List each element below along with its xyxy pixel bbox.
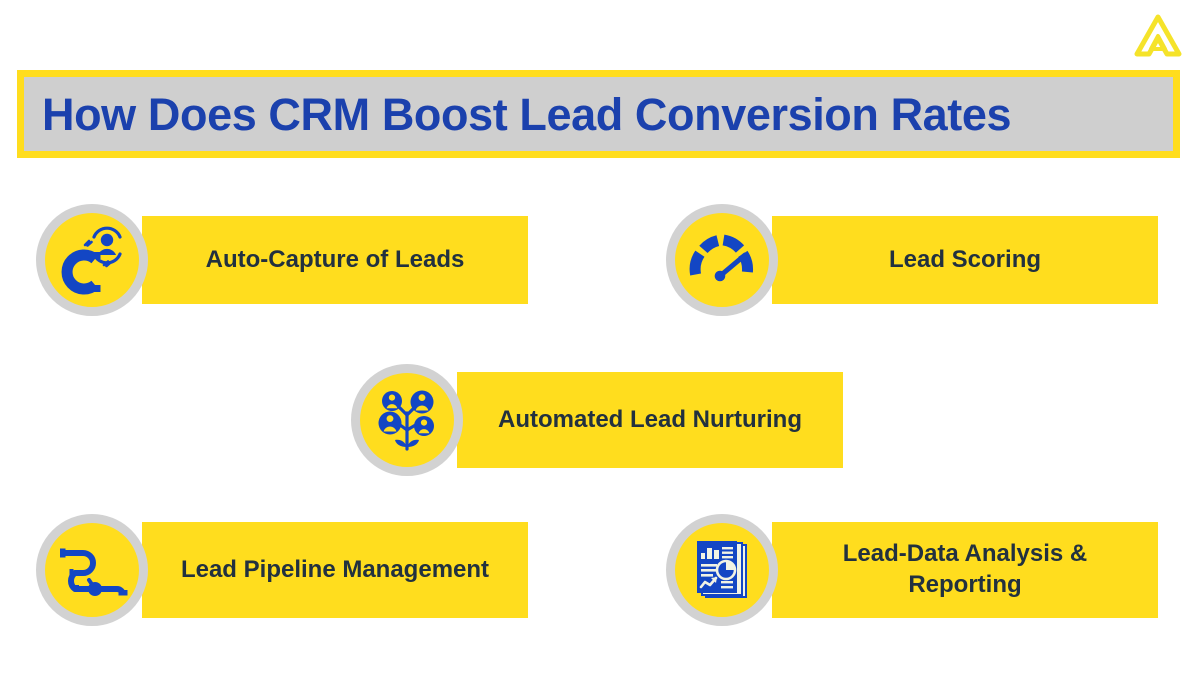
person-avatar [410, 390, 434, 414]
feature-label: Lead Pipeline Management [180, 555, 490, 583]
title-banner-inner: How Does CRM Boost Lead Conversion Rates [24, 77, 1173, 151]
feature-lead-scoring[interactable]: Lead Scoring [666, 204, 1158, 316]
person-avatar [378, 411, 402, 435]
feature-label: Auto-Capture of Leads [205, 245, 465, 273]
feature-auto-capture-of-leads[interactable]: Auto-Capture of Leads [36, 204, 528, 316]
report-documents-charts-icon [697, 541, 747, 598]
label-box-lead-scoring: Lead Scoring [772, 216, 1158, 304]
magnet-lead-capture-icon [61, 226, 122, 295]
people-plant-nurturing-icon [378, 390, 434, 451]
person-avatar [414, 416, 434, 436]
label-box-auto-capture: Auto-Capture of Leads [142, 216, 528, 304]
icon-circle-pipeline [36, 514, 148, 626]
feature-lead-pipeline-management[interactable]: Lead Pipeline Management [36, 514, 528, 626]
label-box-lead-nurturing: Automated Lead Nurturing [457, 372, 843, 468]
icon-circle-lead-nurturing [351, 364, 463, 476]
person-avatar [382, 391, 402, 411]
icon-circle-reporting [666, 514, 778, 626]
label-box-reporting: Lead-Data Analysis & Reporting [772, 522, 1158, 618]
feature-label: Lead-Data Analysis & Reporting [842, 540, 1088, 598]
title-banner: How Does CRM Boost Lead Conversion Rates [17, 70, 1180, 158]
feature-lead-data-analysis-reporting[interactable]: Lead-Data Analysis & Reporting [666, 514, 1158, 626]
feature-label: Automated Lead Nurturing [498, 405, 802, 433]
page-title: How Does CRM Boost Lead Conversion Rates [42, 88, 1012, 140]
feature-automated-lead-nurturing[interactable]: Automated Lead Nurturing [351, 364, 843, 476]
mountain-m-logo-icon [1134, 14, 1182, 57]
icon-circle-auto-capture [36, 204, 148, 316]
label-box-pipeline: Lead Pipeline Management [142, 522, 528, 618]
icon-circle-lead-scoring [666, 204, 778, 316]
brand-logo [1134, 14, 1182, 58]
speedometer-gauge-icon [689, 234, 754, 282]
feature-label: Lead Scoring [888, 245, 1042, 273]
pipeline-valve-icon [60, 548, 128, 596]
